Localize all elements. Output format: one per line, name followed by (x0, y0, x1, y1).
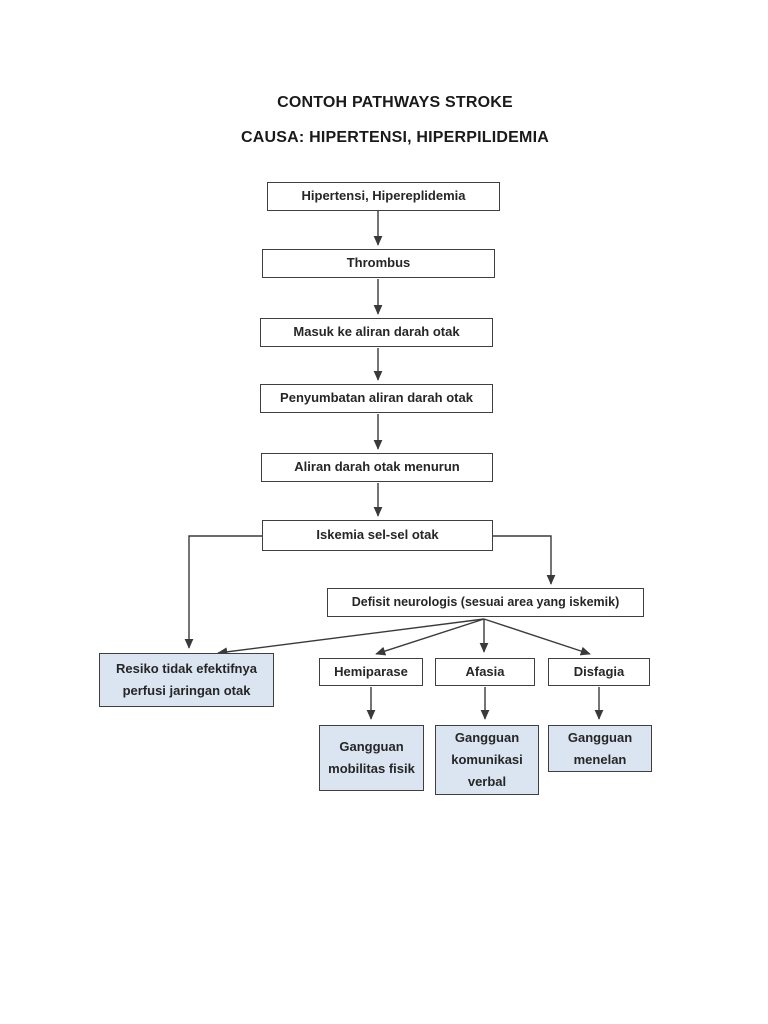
node-masuk-aliran-darah: Masuk ke aliran darah otak (260, 318, 493, 347)
node-defisit-neurologis: Defisit neurologis (sesuai area yang isk… (327, 588, 644, 617)
node-iskemia: Iskemia sel-sel otak (262, 520, 493, 551)
arrow-defisit-hemiparase (375, 618, 485, 656)
arrow-iskemia-defisit (493, 535, 556, 585)
arrow-defisit-disfagia (483, 618, 591, 656)
node-afasia: Afasia (435, 658, 535, 686)
node-thrombus: Thrombus (262, 249, 495, 278)
node-penyumbatan: Penyumbatan aliran darah otak (260, 384, 493, 413)
node-aliran-menurun: Aliran darah otak menurun (261, 453, 493, 482)
node-gangguan-mobilitas: Gangguan mobilitas fisik (319, 725, 424, 791)
node-gangguan-komunikasi: Gangguan komunikasi verbal (435, 725, 539, 795)
page-subtitle: CAUSA: HIPERTENSI, HIPERPILIDEMIA (241, 129, 549, 146)
node-hemiparase: Hemiparase (319, 658, 423, 686)
arrow-iskemia-resiko (184, 535, 262, 649)
node-resiko-perfusi: Resiko tidak efektifnya perfusi jaringan… (99, 653, 274, 707)
node-disfagia: Disfagia (548, 658, 650, 686)
arrow-defisit-resiko (217, 618, 485, 657)
page-title: CONTOH PATHWAYS STROKE (277, 94, 513, 111)
node-gangguan-menelan: Gangguan menelan (548, 725, 652, 772)
node-hipertensi: Hipertensi, Hipereplidemia (267, 182, 500, 211)
